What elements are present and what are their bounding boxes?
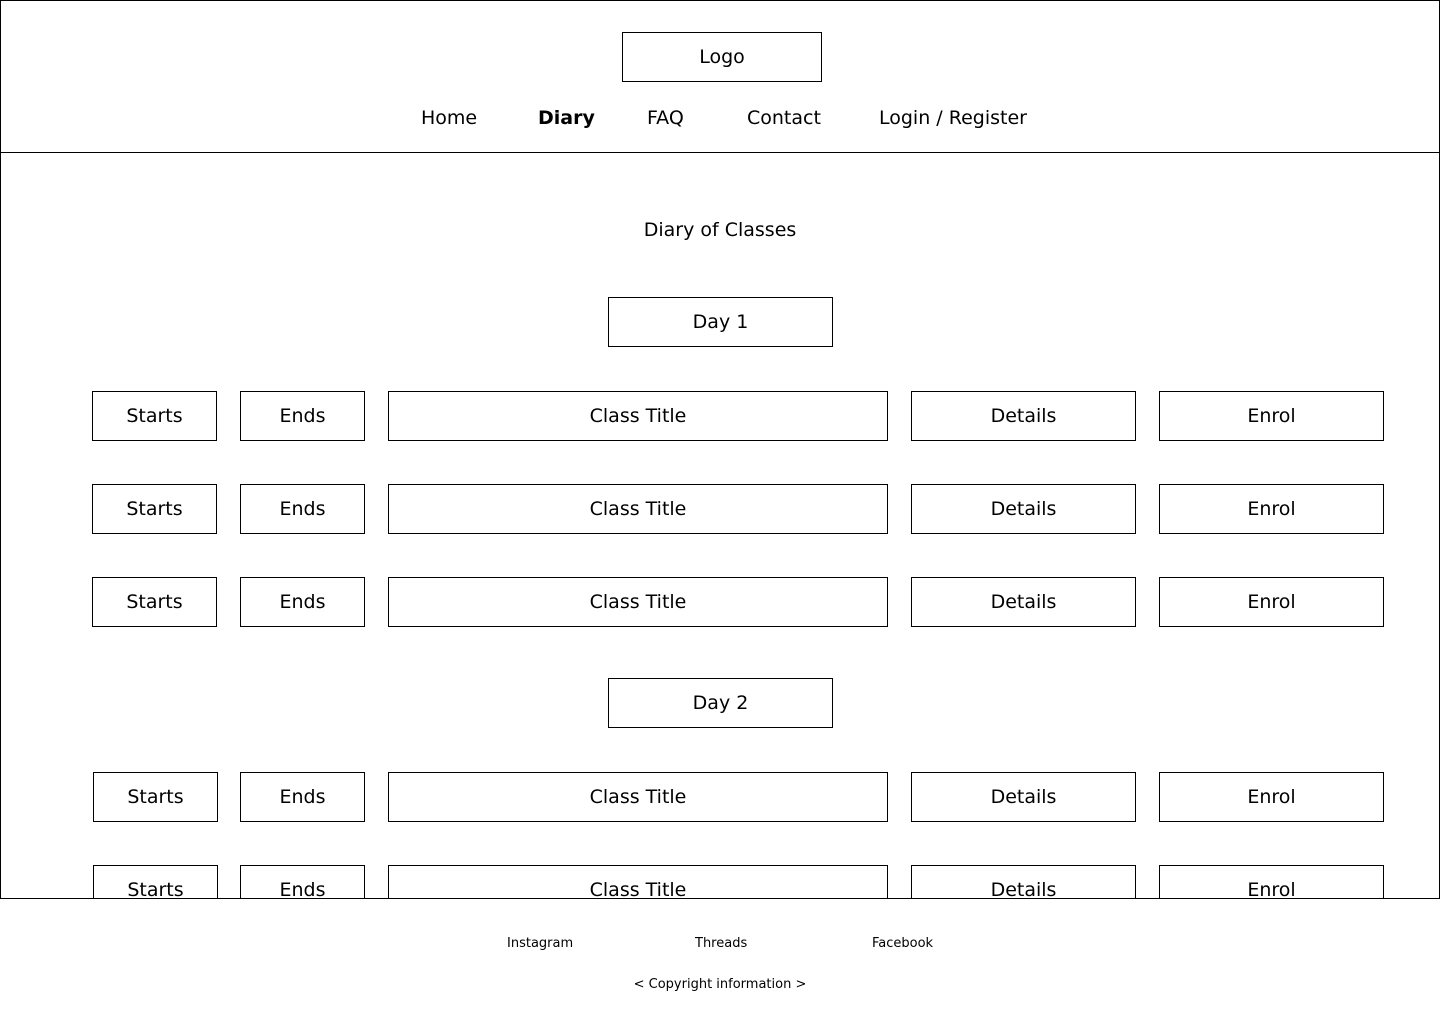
footer-link-threads[interactable]: Threads — [695, 936, 748, 951]
class-title: Class Title — [388, 865, 888, 898]
enrol-button[interactable]: Enrol — [1159, 772, 1384, 822]
nav-item-diary[interactable]: Diary — [538, 107, 595, 129]
site-footer: Instagram Threads Facebook < Copyright i… — [0, 898, 1440, 1024]
day-heading: Day 2 — [608, 678, 833, 728]
site-header: Logo Home Diary FAQ Contact Login / Regi… — [0, 0, 1440, 153]
class-title: Class Title — [388, 577, 888, 627]
class-end-time: Ends — [240, 865, 365, 898]
class-title: Class Title — [388, 391, 888, 441]
class-start-time: Starts — [92, 577, 217, 627]
class-end-time: Ends — [240, 484, 365, 534]
class-title: Class Title — [388, 484, 888, 534]
main-content: Diary of Classes Day 1 Starts Ends Class… — [0, 154, 1440, 898]
class-details[interactable]: Details — [911, 865, 1136, 898]
class-end-time: Ends — [240, 577, 365, 627]
copyright-text: < Copyright information > — [633, 977, 807, 992]
enrol-button[interactable]: Enrol — [1159, 391, 1384, 441]
nav-item-contact[interactable]: Contact — [747, 107, 821, 129]
nav-item-faq[interactable]: FAQ — [647, 107, 684, 129]
footer-link-instagram[interactable]: Instagram — [507, 936, 574, 951]
enrol-button[interactable]: Enrol — [1159, 577, 1384, 627]
logo-label: Logo — [699, 46, 745, 68]
class-details[interactable]: Details — [911, 484, 1136, 534]
enrol-button[interactable]: Enrol — [1159, 484, 1384, 534]
class-end-time: Ends — [240, 772, 365, 822]
class-details[interactable]: Details — [911, 391, 1136, 441]
class-start-time: Starts — [92, 391, 217, 441]
footer-link-facebook[interactable]: Facebook — [872, 936, 934, 951]
class-details[interactable]: Details — [911, 577, 1136, 627]
class-start-time: Starts — [93, 865, 218, 898]
class-details[interactable]: Details — [911, 772, 1136, 822]
nav-item-home[interactable]: Home — [421, 107, 478, 129]
site-logo[interactable]: Logo — [622, 32, 822, 82]
nav-item-login-register[interactable]: Login / Register — [879, 107, 1027, 129]
page-title: Diary of Classes — [643, 219, 797, 241]
class-start-time: Starts — [92, 484, 217, 534]
class-title: Class Title — [388, 772, 888, 822]
class-end-time: Ends — [240, 391, 365, 441]
class-start-time: Starts — [93, 772, 218, 822]
day-heading: Day 1 — [608, 297, 833, 347]
enrol-button[interactable]: Enrol — [1159, 865, 1384, 898]
